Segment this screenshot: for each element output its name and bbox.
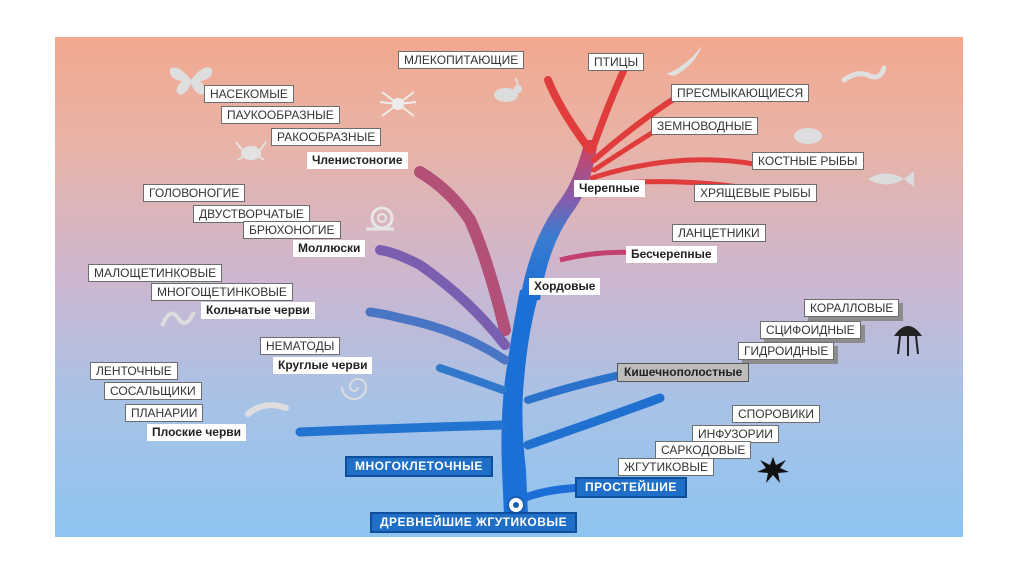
group-multicellular: МНОГОКЛЕТОЧНЫЕ xyxy=(345,456,493,477)
cnidarian-branch-lower xyxy=(523,393,665,450)
label-amphibians: ЗЕМНОВОДНЫЕ xyxy=(651,117,759,135)
rabbit-icon xyxy=(494,78,522,102)
label-cartilaginous-fish: ХРЯЩЕВЫЕ РЫБЫ xyxy=(694,184,817,202)
group-craniates: Черепные xyxy=(574,180,645,197)
label-arachnids: ПАУКООБРАЗНЫЕ xyxy=(221,106,340,124)
label-polychaetes: МНОГОЩЕТИНКОВЫЕ xyxy=(151,283,293,301)
group-chordates: Хордовые xyxy=(529,278,601,295)
label-insects: НАСЕКОМЫЕ xyxy=(204,85,294,103)
group-molluscs: Моллюски xyxy=(293,240,366,257)
group-annelids: Кольчатые черви xyxy=(201,302,315,319)
butterfly-icon xyxy=(169,67,213,95)
fish-icon xyxy=(868,171,914,187)
label-mammals: МЛЕКОПИТАЮЩИЕ xyxy=(398,51,525,69)
planarian-icon xyxy=(245,402,289,417)
lizard-icon xyxy=(841,65,886,83)
label-bony-fish: КОСТНЫЕ РЫБЫ xyxy=(752,152,864,170)
worm-icon xyxy=(160,311,196,327)
label-birds: ПТИЦЫ xyxy=(588,53,645,71)
mollusc-branch xyxy=(375,245,510,350)
label-nematodes: НЕМАТОДЫ xyxy=(260,337,341,355)
group-cnidarians: Кишечнополостные xyxy=(617,363,750,382)
crab-icon xyxy=(235,141,267,161)
label-hydrozoa: ГИДРОИДНЫЕ xyxy=(738,342,835,360)
jellyfish-icon xyxy=(894,326,922,356)
label-reptiles: ПРЕСМЫКАЮЩИЕСЯ xyxy=(671,84,810,102)
frog-icon xyxy=(794,128,822,144)
label-corals: КОРАЛЛОВЫЕ xyxy=(804,299,900,317)
label-flukes: СОСАЛЬЩИКИ xyxy=(104,382,202,400)
group-roundworms: Круглые черви xyxy=(273,357,373,374)
arthropod-branch xyxy=(414,166,511,336)
label-sarcodina: САРКОДОВЫЕ xyxy=(655,441,752,459)
label-scyphozoa: СЦИФОИДНЫЕ xyxy=(760,321,861,339)
bird-icon xyxy=(666,46,702,76)
chordate-branch xyxy=(520,140,598,300)
label-sporozoa: СПОРОВИКИ xyxy=(732,405,820,423)
roundworm-branch xyxy=(436,364,507,394)
label-cephalopods: ГОЛОВОНОГИЕ xyxy=(143,184,246,202)
protozoa-branch xyxy=(520,484,579,502)
label-lancelets: ЛАНЦЕТНИКИ xyxy=(672,224,766,242)
label-gastropods: БРЮХОНОГИЕ xyxy=(243,221,341,239)
label-flagellates: ЖГУТИКОВЫЕ xyxy=(618,458,714,476)
trunk xyxy=(501,290,540,515)
annelid-branch xyxy=(365,307,510,365)
spider-icon xyxy=(379,91,417,117)
label-ciliates: ИНФУЗОРИИ xyxy=(692,425,779,443)
group-protozoa: ПРОСТЕЙШИЕ xyxy=(575,477,687,498)
label-tapeworms: ЛЕНТОЧНЫЕ xyxy=(90,362,178,380)
group-arthropods: Членистоногие xyxy=(307,152,408,169)
group-flatworms: Плоские черви xyxy=(147,424,247,441)
group-ancient-flagellates: ДРЕВНЕЙШИЕ ЖГУТИКОВЫЕ xyxy=(370,512,578,533)
label-planarians: ПЛАНАРИИ xyxy=(125,404,204,422)
group-acrania: Бесчерепные xyxy=(626,246,717,263)
label-crustaceans: РАКООБРАЗНЫЕ xyxy=(271,128,382,146)
amoeba-icon xyxy=(757,457,789,483)
cnidarian-branch xyxy=(524,371,624,404)
snail-icon xyxy=(366,206,394,231)
flatworm-branch xyxy=(295,420,508,437)
label-oligochaetes: МАЛОЩЕТИНКОВЫЕ xyxy=(88,264,223,282)
nematode-icon xyxy=(341,378,368,400)
